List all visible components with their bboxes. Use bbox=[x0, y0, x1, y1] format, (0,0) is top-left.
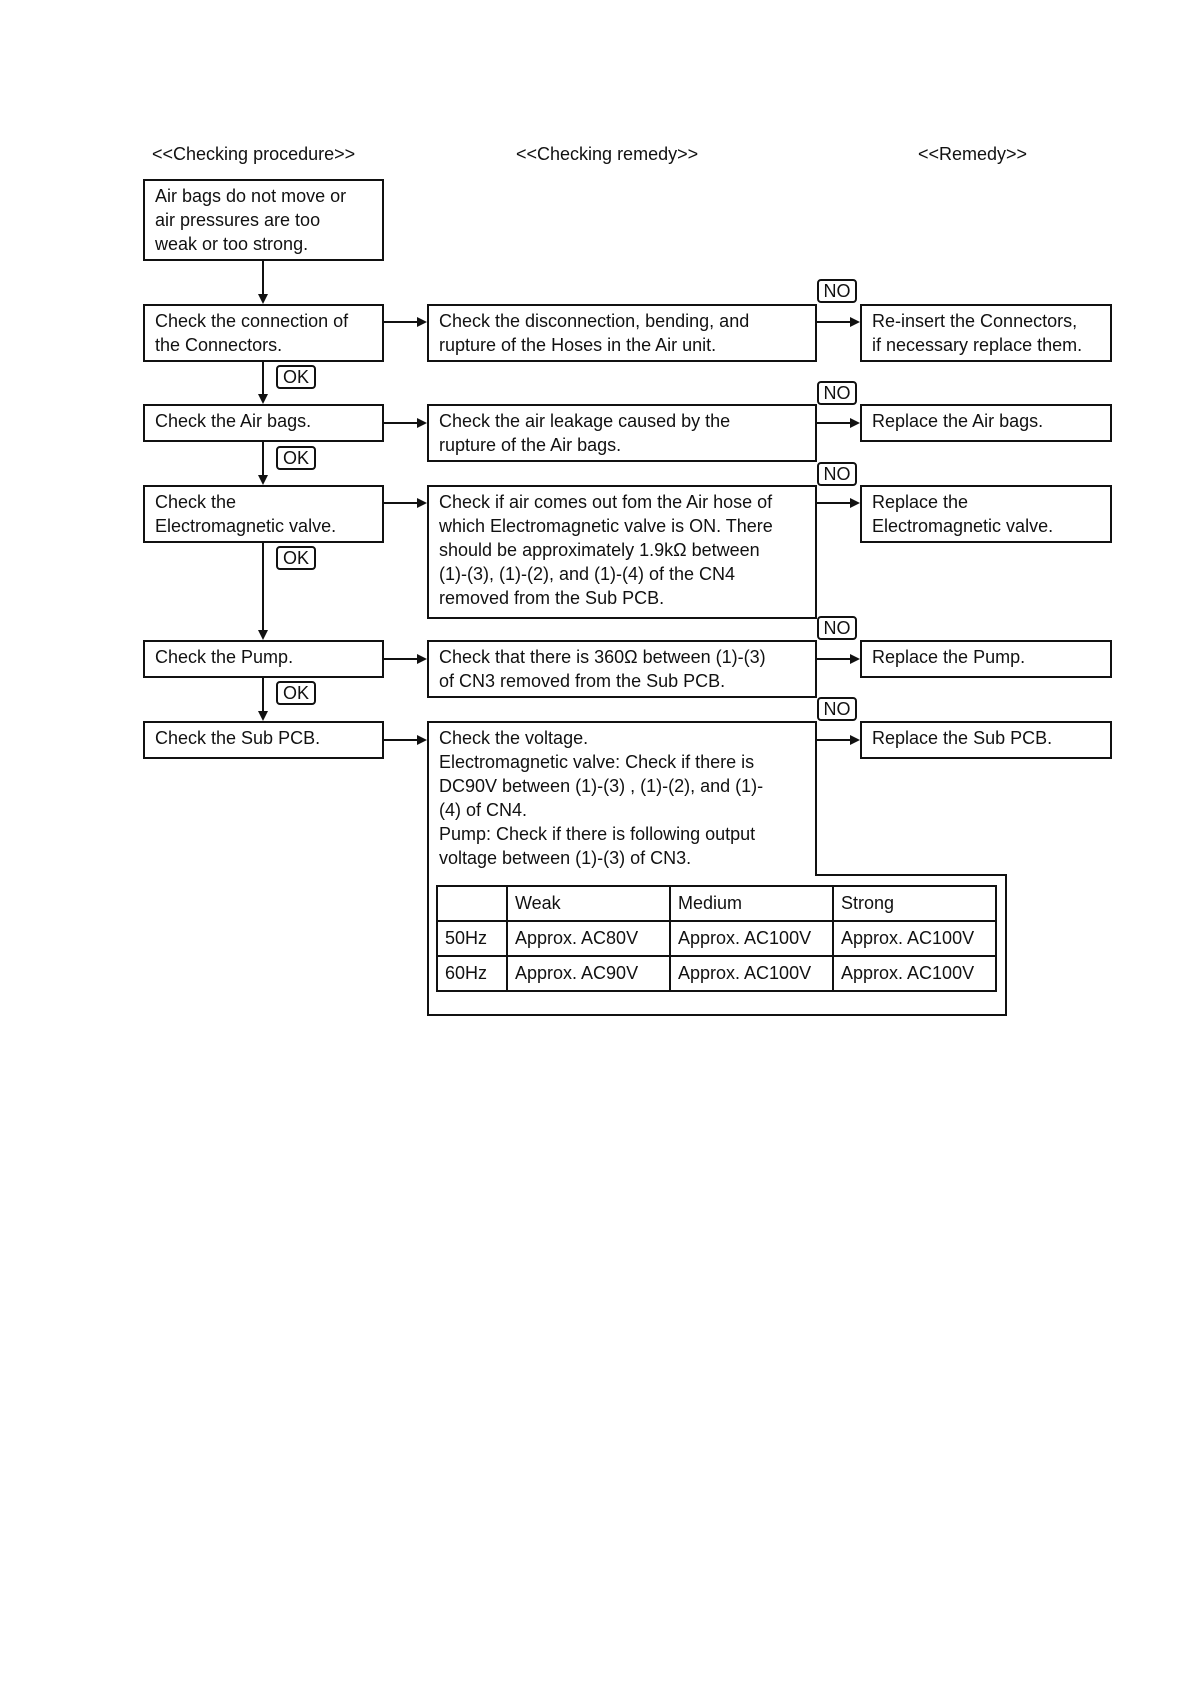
arrow-right bbox=[417, 418, 427, 428]
ok-label: OK bbox=[276, 365, 316, 389]
start-box: Air bags do not move or air pressures ar… bbox=[143, 179, 384, 261]
no-label: NO bbox=[817, 381, 857, 405]
arrow-right bbox=[417, 654, 427, 664]
step-electromagnetic-valve: Check the Electromagnetic valve. bbox=[143, 485, 384, 543]
voltage-table: Weak Medium Strong 50Hz Approx. AC80V Ap… bbox=[436, 885, 997, 992]
remedy-check-hoses: Check the disconnection, bending, and ru… bbox=[427, 304, 817, 362]
arrow-down bbox=[258, 711, 268, 721]
arrow-down bbox=[258, 394, 268, 404]
arrow-down bbox=[258, 294, 268, 304]
arrow-line bbox=[817, 321, 850, 323]
remedy-check-air-leakage: Check the air leakage caused by the rupt… bbox=[427, 404, 817, 462]
arrow-line bbox=[817, 739, 850, 741]
header-remedy: <<Remedy>> bbox=[918, 144, 1028, 164]
arrow-line bbox=[384, 321, 417, 323]
table-cell: Approx. AC100V bbox=[832, 955, 997, 992]
table-cell: Approx. AC100V bbox=[669, 920, 834, 957]
remedy-check-voltage: Check the voltage. Electromagnetic valve… bbox=[439, 728, 764, 868]
flow-line bbox=[262, 362, 264, 394]
table-cell: Approx. AC100V bbox=[832, 920, 997, 957]
arrow-down bbox=[258, 475, 268, 485]
ok-label: OK bbox=[276, 446, 316, 470]
remedy-replace-pump: Replace the Pump. bbox=[860, 640, 1112, 678]
remedy-replace-valve: Replace the Electromagnetic valve. bbox=[860, 485, 1112, 543]
remedy-check-pump-resistance: Check that there is 360Ω between (1)-(3)… bbox=[427, 640, 817, 698]
table-header-cell: Strong bbox=[832, 885, 997, 922]
table-cell: Approx. AC100V bbox=[669, 955, 834, 992]
table-cell: 60Hz bbox=[436, 955, 508, 992]
arrow-line bbox=[817, 422, 850, 424]
flow-line bbox=[262, 678, 264, 711]
flow-line bbox=[262, 543, 264, 630]
header-checking-remedy: <<Checking remedy>> bbox=[516, 144, 699, 164]
arrow-right bbox=[417, 735, 427, 745]
arrow-right bbox=[417, 498, 427, 508]
remedy-replace-air-bags: Replace the Air bags. bbox=[860, 404, 1112, 442]
no-label: NO bbox=[817, 462, 857, 486]
arrow-line bbox=[384, 422, 417, 424]
arrow-right bbox=[850, 654, 860, 664]
flow-line bbox=[262, 442, 264, 475]
arrow-down bbox=[258, 630, 268, 640]
step-air-bags: Check the Air bags. bbox=[143, 404, 384, 442]
header-checking-procedure: <<Checking procedure>> bbox=[152, 144, 356, 164]
arrow-line bbox=[817, 658, 850, 660]
table-header-row: Weak Medium Strong bbox=[436, 885, 997, 922]
table-cell: 50Hz bbox=[436, 920, 508, 957]
remedy-check-valve-air: Check if air comes out fom the Air hose … bbox=[427, 485, 817, 619]
table-header-cell: Medium bbox=[669, 885, 834, 922]
arrow-line bbox=[384, 658, 417, 660]
no-label: NO bbox=[817, 616, 857, 640]
step-connectors: Check the connection of the Connectors. bbox=[143, 304, 384, 362]
arrow-right bbox=[850, 498, 860, 508]
table-cell: Approx. AC90V bbox=[506, 955, 671, 992]
arrow-line bbox=[817, 502, 850, 504]
arrow-right bbox=[850, 735, 860, 745]
table-row: 60Hz Approx. AC90V Approx. AC100V Approx… bbox=[436, 955, 997, 992]
table-header-cell bbox=[436, 885, 508, 922]
step-pump: Check the Pump. bbox=[143, 640, 384, 678]
flow-line bbox=[262, 261, 264, 294]
remedy-reinsert-connectors: Re-insert the Connectors, if necessary r… bbox=[860, 304, 1112, 362]
arrow-right bbox=[850, 418, 860, 428]
no-label: NO bbox=[817, 279, 857, 303]
arrow-right bbox=[417, 317, 427, 327]
arrow-line bbox=[384, 502, 417, 504]
arrow-line bbox=[384, 739, 417, 741]
remedy-replace-sub-pcb: Replace the Sub PCB. bbox=[860, 721, 1112, 759]
table-header-cell: Weak bbox=[506, 885, 671, 922]
no-label: NO bbox=[817, 697, 857, 721]
table-cell: Approx. AC80V bbox=[506, 920, 671, 957]
table-row: 50Hz Approx. AC80V Approx. AC100V Approx… bbox=[436, 920, 997, 957]
step-sub-pcb: Check the Sub PCB. bbox=[143, 721, 384, 759]
arrow-right bbox=[850, 317, 860, 327]
ok-label: OK bbox=[276, 546, 316, 570]
ok-label: OK bbox=[276, 681, 316, 705]
